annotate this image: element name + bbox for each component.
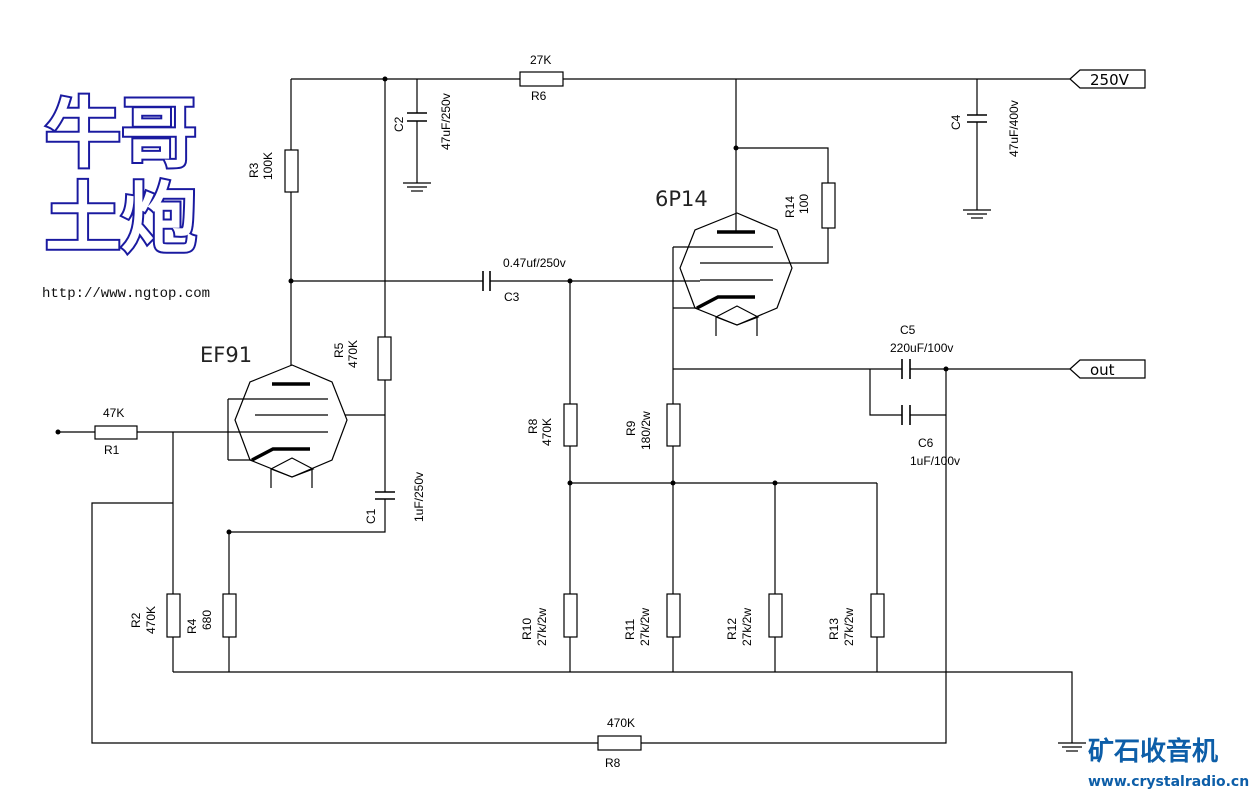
r11-value: 27k/2w xyxy=(638,608,652,646)
r6-ref: R6 xyxy=(531,89,547,103)
resistor-r4[interactable] xyxy=(222,593,237,638)
capacitor-c2[interactable] xyxy=(407,112,427,122)
r10-value: 27k/2w xyxy=(535,608,549,646)
capacitors: C2 47uF/250v C4 47uF/400v 0.47uf/250v C3… xyxy=(364,93,1021,524)
output-label: out xyxy=(1090,361,1115,379)
tube-6p14-label: 6P14 xyxy=(655,187,708,211)
r9-ref: R9 xyxy=(624,420,638,436)
resistor-r8-feedback[interactable] xyxy=(597,735,642,751)
r2-value: 470K xyxy=(144,606,158,634)
ngtop-logo: 牛哥 土炮 xyxy=(43,87,199,265)
r1-ref: R1 xyxy=(104,443,120,457)
r8-value: 470K xyxy=(540,418,554,446)
c2-value: 47uF/250v xyxy=(439,93,453,150)
resistor-r5[interactable] xyxy=(377,336,392,381)
r11-ref: R11 xyxy=(623,619,637,640)
capacitor-c1[interactable] xyxy=(375,491,395,500)
r8-ref: R8 xyxy=(526,418,540,434)
r5-value: 470K xyxy=(346,340,360,368)
logo-line2: 土炮 xyxy=(45,174,197,263)
r12-ref: R12 xyxy=(725,618,739,640)
resistor-r12[interactable] xyxy=(768,593,783,638)
r1-value: 47K xyxy=(103,406,124,420)
supply-label: 250V xyxy=(1090,71,1130,89)
c5-ref: C5 xyxy=(900,323,916,337)
tube-ef91-label: EF91 xyxy=(200,343,252,367)
c6-value: 1uF/100v xyxy=(910,454,960,468)
r13-value: 27k/2w xyxy=(842,608,856,646)
r8-feedback-value: 470K xyxy=(607,716,635,730)
resistor-r11[interactable] xyxy=(666,593,681,638)
c4-value: 47uF/400v xyxy=(1007,100,1021,157)
r8-feedback-ref: R8 xyxy=(605,756,621,770)
c4-ref: C4 xyxy=(949,114,963,130)
wires xyxy=(58,78,1073,744)
r9-value: 180/2w xyxy=(639,411,653,450)
resistor-r1[interactable] xyxy=(94,425,138,440)
resistor-r8[interactable] xyxy=(563,403,578,447)
r14-value: 100 xyxy=(797,194,811,214)
r4-value: 680 xyxy=(200,610,214,630)
logo-url[interactable]: http://www.ngtop.com xyxy=(42,286,210,302)
junction-dots xyxy=(55,76,949,535)
logo-line1: 牛哥 xyxy=(45,89,197,178)
watermark-url[interactable]: www.crystalradio.cn xyxy=(1088,774,1249,790)
c6-ref: C6 xyxy=(918,436,934,450)
r13-ref: R13 xyxy=(827,618,841,640)
ground-icon xyxy=(402,182,432,192)
r6-value: 27K xyxy=(530,53,551,67)
capacitor-c5[interactable] xyxy=(901,359,911,379)
r3-value: 100K xyxy=(261,152,275,180)
capacitor-c6[interactable] xyxy=(901,405,911,425)
r2-ref: R2 xyxy=(129,612,143,628)
r3-ref: R3 xyxy=(247,162,261,178)
c3-value: 0.47uf/250v xyxy=(503,256,566,270)
tube-ef91[interactable] xyxy=(226,363,349,490)
c1-ref: C1 xyxy=(364,508,378,524)
resistor-r10[interactable] xyxy=(563,593,578,638)
c2-ref: C2 xyxy=(392,116,406,132)
capacitor-c3[interactable] xyxy=(482,271,491,291)
ground-icon xyxy=(962,209,992,219)
tube-6p14[interactable] xyxy=(671,211,794,338)
watermark-name: 矿石收音机 xyxy=(1088,736,1218,767)
c3-ref: C3 xyxy=(504,290,520,304)
output-terminal[interactable]: out xyxy=(1069,359,1146,379)
r5-ref: R5 xyxy=(332,342,346,358)
resistor-r3[interactable] xyxy=(284,149,299,193)
r4-ref: R4 xyxy=(185,618,199,634)
resistor-r13[interactable] xyxy=(870,593,885,638)
capacitor-c4[interactable] xyxy=(967,114,987,123)
r14-ref: R14 xyxy=(783,196,797,218)
r10-ref: R10 xyxy=(520,618,534,640)
resistor-r6[interactable] xyxy=(519,71,564,87)
supply-terminal[interactable]: 250V xyxy=(1069,69,1146,89)
resistor-r9[interactable] xyxy=(666,403,681,447)
c5-value: 220uF/100v xyxy=(890,341,953,355)
resistor-r2[interactable] xyxy=(166,593,181,638)
ground-icon xyxy=(1057,742,1087,752)
resistor-r14[interactable] xyxy=(821,182,836,229)
c1-value: 1uF/250v xyxy=(412,472,426,522)
resistors: 47K R1 27K R6 470K R8 R3 100K R5 470K R1… xyxy=(94,53,885,770)
r12-value: 27k/2w xyxy=(740,608,754,646)
